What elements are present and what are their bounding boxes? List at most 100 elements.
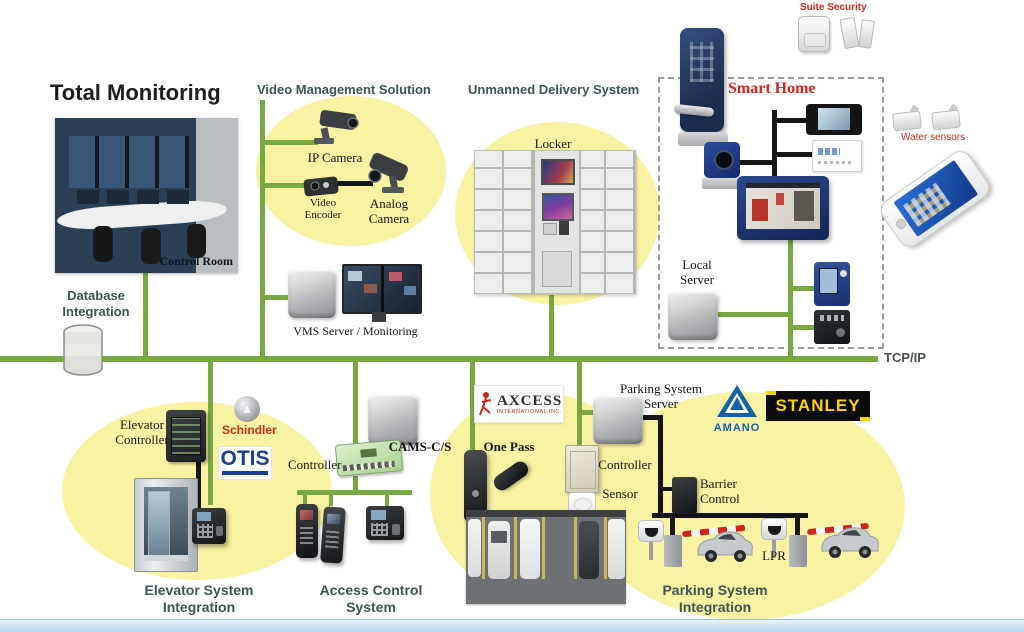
parking-trunk: [658, 415, 663, 518]
schindler-wordmark: Schindler: [222, 423, 277, 437]
access-controller-label: Controller: [288, 457, 342, 472]
elevator-controller-label: Elevator Controller: [115, 417, 169, 447]
vms-stub-server: [260, 295, 290, 300]
door-camera-body: [704, 142, 740, 178]
stall-line-2: [514, 517, 517, 579]
stall-line-1: [482, 517, 485, 579]
otis-logo: OTIS: [218, 446, 272, 480]
door-camera-icon: [702, 142, 742, 190]
access-controller-terminals: [342, 460, 395, 472]
database-icon: [62, 324, 104, 376]
door-sensor-b: [858, 19, 875, 49]
axcess-subtitle: INTERNATIONAL INC.: [497, 408, 562, 415]
bottom-strip: [0, 619, 1024, 632]
elevator-black-link: [196, 460, 201, 512]
card-reader-2-pad: [325, 529, 340, 549]
elevator-cab-glass: [148, 491, 170, 557]
dome2-ball: [767, 526, 781, 535]
card-reader-1-pad: [300, 526, 313, 544]
elevator-controller-icon: [166, 410, 206, 462]
access-lower-drop: [353, 476, 358, 492]
parkserver-stub: [577, 410, 595, 415]
parking-controller-label: Controller: [598, 457, 652, 472]
vms-server-icon: [288, 268, 336, 318]
analog-camera-label: Analog Camera: [368, 196, 410, 226]
parking-caption: Parking System Integration: [662, 582, 768, 615]
barrier-control-icon: [672, 477, 697, 514]
monitor-thumb-4: [404, 286, 416, 295]
parking-controller-icon: [565, 445, 599, 493]
controlroom-drop: [143, 272, 148, 358]
parking-curb: [466, 510, 626, 517]
parked-car-1: [468, 519, 481, 577]
otis-wordmark: OTIS: [220, 447, 270, 470]
home-intercom-icon: [814, 262, 850, 306]
schindler-logo: ▲ Schindler: [222, 396, 277, 438]
tcpip-bus-line: [0, 356, 878, 362]
smartphone-icon: [876, 146, 994, 252]
parked-car-4: [579, 521, 599, 579]
lpr-label: LPR: [762, 548, 786, 563]
control-room-photo: Control Room: [55, 118, 238, 273]
elevator-cab-icon: [134, 478, 198, 572]
one-pass-reader-led: [472, 490, 479, 497]
card-reader-2-screen: [326, 513, 341, 525]
water-sensors-label: Water sensors: [901, 132, 966, 143]
car-2-icon: [816, 524, 882, 562]
video-encoder-label: Video Encoder: [304, 197, 342, 222]
gate-post-1-icon: [664, 535, 682, 567]
car-1-icon: [692, 528, 756, 566]
dome2-pole: [772, 540, 776, 558]
kiosk-keypad: [543, 223, 557, 235]
vms-monitors-icon: [342, 264, 422, 314]
kiosk-slot: [559, 221, 569, 235]
black-wallpad-screen: [818, 108, 850, 130]
cams-label: CAMS-C/S: [388, 439, 452, 454]
vms-server-label: VMS Server / Monitoring: [293, 324, 418, 338]
parking-server-black-stub: [641, 415, 663, 420]
ip-camera-label: IP Camera: [307, 150, 363, 165]
fingerprint-terminal-screen: [371, 510, 386, 520]
white-panel-icon: [812, 140, 862, 172]
dome1-ball: [644, 528, 658, 537]
panel-stub: [772, 152, 814, 157]
one-pass-label: One Pass: [483, 439, 535, 454]
monitor-wall: [69, 136, 189, 188]
vms-stub-ipcam: [260, 140, 318, 145]
elevator-cab-floor: [144, 555, 188, 561]
gates-hbar: [652, 513, 808, 518]
page-title: Total Monitoring: [50, 80, 221, 105]
door-lock-keypad: [690, 42, 714, 82]
vms-header: Video Management Solution: [257, 82, 431, 97]
door-camera-base: [702, 178, 742, 189]
smartphone-icons: [902, 182, 951, 227]
card-reader-2-icon: [320, 506, 346, 564]
localserver-link: [716, 312, 790, 317]
home-access-buttons: [820, 315, 844, 321]
parked-car-5: [608, 519, 625, 579]
vms-stub-encoder: [260, 183, 305, 188]
tcpip-label: TCP/IP: [884, 350, 926, 365]
database-label: Database Integration: [62, 288, 130, 319]
amano-wordmark: AMANO: [713, 422, 761, 434]
schindler-globe: ▲: [234, 396, 260, 422]
encoder-analog-link: [333, 181, 373, 186]
reader2-drop: [329, 493, 333, 506]
chair-3: [187, 224, 206, 258]
wallpad-stub: [772, 118, 808, 123]
stanley-logo: STANLEY: [766, 391, 870, 421]
local-server-label: Local Server: [680, 257, 714, 287]
elevator-reader-keys: [197, 524, 213, 538]
parking-lot-photo: [466, 510, 626, 604]
stall-line-3: [542, 517, 545, 579]
accessdev-stub: [788, 325, 816, 330]
fingerprint-terminal-icon: [366, 506, 404, 540]
motion-sensor-icon: [798, 16, 830, 52]
otis-bar: [222, 471, 268, 475]
water-sensor-2-icon: [931, 103, 961, 131]
fingerprint-terminal-sensor: [392, 524, 400, 535]
stanley-notch-tl: [766, 391, 776, 395]
parking-controller-door: [570, 451, 596, 489]
amano-logo: AMANO: [712, 383, 762, 434]
parking-server-label: Parking System Server: [620, 381, 702, 411]
